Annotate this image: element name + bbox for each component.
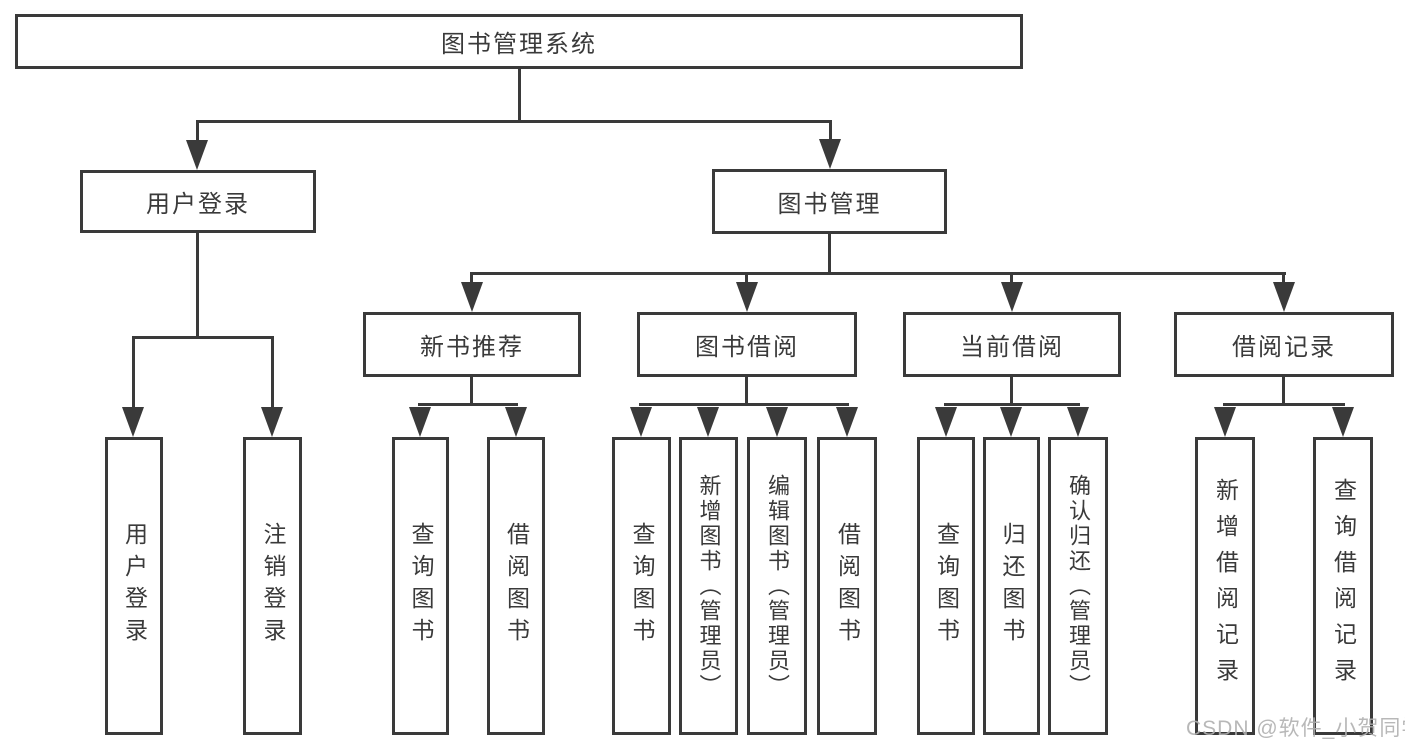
leaf-logout: 注销登录	[243, 437, 302, 735]
leaf-label: 查询图书	[408, 522, 434, 650]
connector-line	[745, 272, 748, 286]
arrow-down-icon	[186, 140, 208, 170]
node-book-management: 图书管理	[712, 169, 947, 234]
leaf-label: 确认归还（管理员）	[1066, 473, 1091, 699]
arrow-down-icon	[461, 282, 483, 312]
arrow-down-icon	[697, 407, 719, 437]
connector-line	[829, 120, 832, 145]
connector-line	[470, 272, 473, 286]
leaf-query-books-recommend: 查询图书	[392, 437, 449, 735]
node-label: 当前借阅	[960, 334, 1064, 361]
connector-line	[196, 120, 832, 123]
connector-line	[132, 336, 135, 411]
leaf-label: 注销登录	[260, 522, 286, 650]
node-library-management-system: 图书管理系统	[15, 14, 1023, 69]
node-label: 图书借阅	[695, 334, 799, 361]
leaf-borrow-books-borrowing: 借阅图书	[817, 437, 877, 735]
node-label: 用户登录	[146, 191, 250, 218]
arrow-down-icon	[409, 407, 431, 437]
connector-line	[271, 336, 274, 411]
arrow-down-icon	[1332, 407, 1354, 437]
connector-line	[1223, 403, 1345, 406]
node-label: 借阅记录	[1232, 334, 1336, 361]
leaf-add-borrow-record: 新增借阅记录	[1195, 437, 1255, 735]
connector-line	[639, 403, 849, 406]
connector-line	[518, 69, 521, 123]
arrow-down-icon	[766, 407, 788, 437]
leaf-edit-books-admin: 编辑图书（管理员）	[747, 437, 807, 735]
connector-line	[1282, 377, 1285, 406]
connector-line	[196, 233, 199, 338]
connector-line	[132, 336, 274, 339]
node-label: 图书管理	[777, 191, 882, 218]
leaf-label: 借阅图书	[503, 522, 530, 650]
node-user-login: 用户登录	[80, 170, 316, 233]
connector-line	[418, 403, 518, 406]
node-label: 新书推荐	[420, 334, 524, 361]
connector-line	[944, 403, 1080, 406]
arrow-down-icon	[1067, 407, 1089, 437]
leaf-label: 归还图书	[999, 522, 1025, 650]
node-borrowing-records: 借阅记录	[1174, 312, 1394, 377]
arrow-down-icon	[819, 139, 841, 169]
arrow-down-icon	[1001, 282, 1023, 312]
connector-line	[1010, 272, 1013, 286]
leaf-query-books-borrowing: 查询图书	[612, 437, 671, 735]
leaf-return-books: 归还图书	[983, 437, 1040, 735]
node-book-borrowing: 图书借阅	[637, 312, 857, 377]
leaf-label: 查询图书	[933, 522, 960, 650]
leaf-borrow-books-recommend: 借阅图书	[487, 437, 545, 735]
node-label: 图书管理系统	[441, 31, 597, 58]
arrow-down-icon	[1000, 407, 1022, 437]
leaf-label: 编辑图书（管理员）	[765, 473, 790, 699]
leaf-label: 新增借阅记录	[1212, 478, 1239, 694]
leaf-label: 借阅图书	[834, 522, 861, 650]
leaf-query-books-current: 查询图书	[917, 437, 975, 735]
connector-line	[196, 120, 199, 145]
leaf-label: 查询图书	[629, 522, 655, 650]
arrow-down-icon	[836, 407, 858, 437]
node-current-borrowing: 当前借阅	[903, 312, 1121, 377]
leaf-confirm-return-admin: 确认归还（管理员）	[1048, 437, 1108, 735]
connector-line	[828, 234, 831, 275]
arrow-down-icon	[630, 407, 652, 437]
connector-line	[1010, 377, 1013, 406]
arrow-down-icon	[736, 282, 758, 312]
arrow-down-icon	[122, 407, 144, 437]
arrow-down-icon	[935, 407, 957, 437]
leaf-add-books-admin: 新增图书（管理员）	[679, 437, 738, 735]
arrow-down-icon	[1214, 407, 1236, 437]
arrow-down-icon	[505, 407, 527, 437]
leaf-label: 查询借阅记录	[1330, 478, 1357, 694]
connector-line	[1282, 272, 1285, 286]
connector-line	[470, 272, 1286, 275]
leaf-label: 新增图书（管理员）	[696, 473, 722, 699]
connector-line	[470, 377, 473, 406]
node-new-book-recommend: 新书推荐	[363, 312, 581, 377]
leaf-user-login: 用户登录	[105, 437, 163, 735]
csdn-watermark: CSDN @软件_小贺同学	[1186, 717, 1405, 740]
leaf-query-borrow-record: 查询借阅记录	[1313, 437, 1373, 735]
arrow-down-icon	[1273, 282, 1295, 312]
leaf-label: 用户登录	[121, 522, 148, 650]
connector-line	[745, 377, 748, 406]
arrow-down-icon	[261, 407, 283, 437]
